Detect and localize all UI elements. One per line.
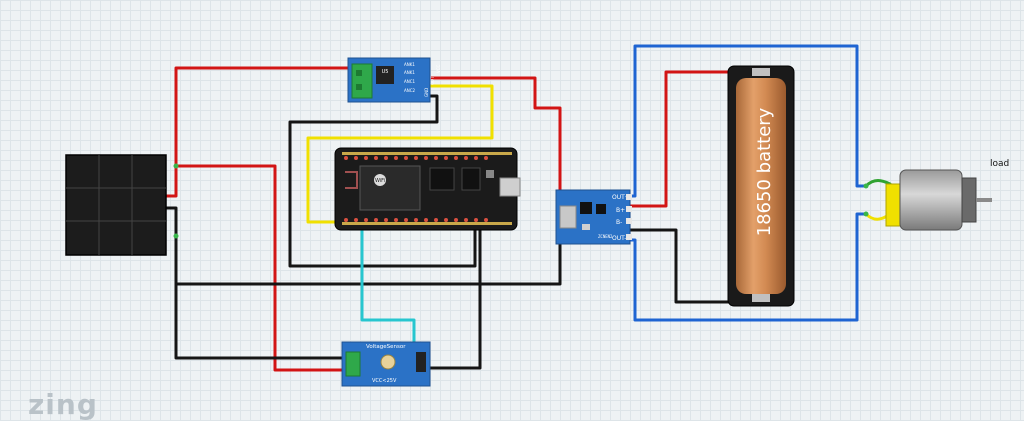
wires [164, 44, 892, 372]
solar-panel[interactable] [65, 154, 167, 256]
load-label: load [990, 159, 1009, 169]
wire-black-esp-vs[interactable] [426, 220, 482, 370]
sensor-ref-label: U5 [382, 69, 389, 75]
esp32-board[interactable]: WiFi [334, 147, 521, 231]
wire-black-sensor-gnd[interactable] [288, 94, 477, 268]
pin-dots-top [344, 156, 488, 160]
charger-bottom-label: ZCNEN2 [598, 234, 613, 239]
current-sensor-module[interactable]: U5 ANK1 ANK1 ANC1 ANC2 GND OUT VCC [347, 57, 441, 103]
wire-black-battery[interactable] [626, 228, 764, 304]
wire-green-motor[interactable] [864, 179, 892, 188]
sensor-side-pin: GND [424, 88, 429, 97]
sensor-pin-label: ANC1 [404, 79, 416, 84]
charger-pin-label: B+ [616, 207, 625, 214]
battery-holder[interactable]: 18650 battery [727, 65, 795, 307]
wire-black-solar-charger[interactable] [174, 236, 562, 286]
voltage-sensor-module[interactable]: VoltageSensor VCC<25V [341, 341, 431, 387]
battery-label: 18650 battery [754, 107, 775, 236]
wire-red-solar[interactable] [164, 66, 354, 198]
pin-header-bottom [342, 222, 512, 225]
watermark-text: zing [28, 388, 98, 421]
sensor-side-pin: OUT [430, 76, 435, 85]
wire-blue-bottom[interactable] [626, 212, 868, 322]
wire-red-battery[interactable] [626, 70, 764, 208]
charger-module[interactable]: OUT+ B+ B- OUT- ZCNEN2 [555, 189, 632, 245]
charger-pin-label: OUT- [612, 235, 626, 242]
sensor-pin-label: ANK1 [404, 70, 415, 75]
charger-pin-label: B- [616, 219, 622, 226]
sensor-pin-label: ANK1 [404, 62, 415, 67]
wire-blue-top[interactable] [626, 44, 868, 198]
voltage-sensor-title: VoltageSensor [366, 344, 406, 350]
charger-pin-label: OUT+ [612, 194, 630, 201]
pin-header-top [342, 152, 512, 155]
wire-yellow[interactable] [306, 84, 494, 224]
sensor-pin-label: ANC2 [404, 88, 416, 93]
wire-cyan[interactable] [360, 220, 416, 352]
voltage-sensor-subtitle: VCC<25V [372, 378, 397, 384]
pin-dots-bottom [344, 218, 488, 222]
sensor-side-pin: VCC [436, 64, 441, 73]
dc-motor[interactable]: load [885, 159, 1009, 231]
wire-red-solar-vs[interactable] [174, 164, 348, 372]
wifi-logo-text: WiFi [375, 178, 385, 184]
